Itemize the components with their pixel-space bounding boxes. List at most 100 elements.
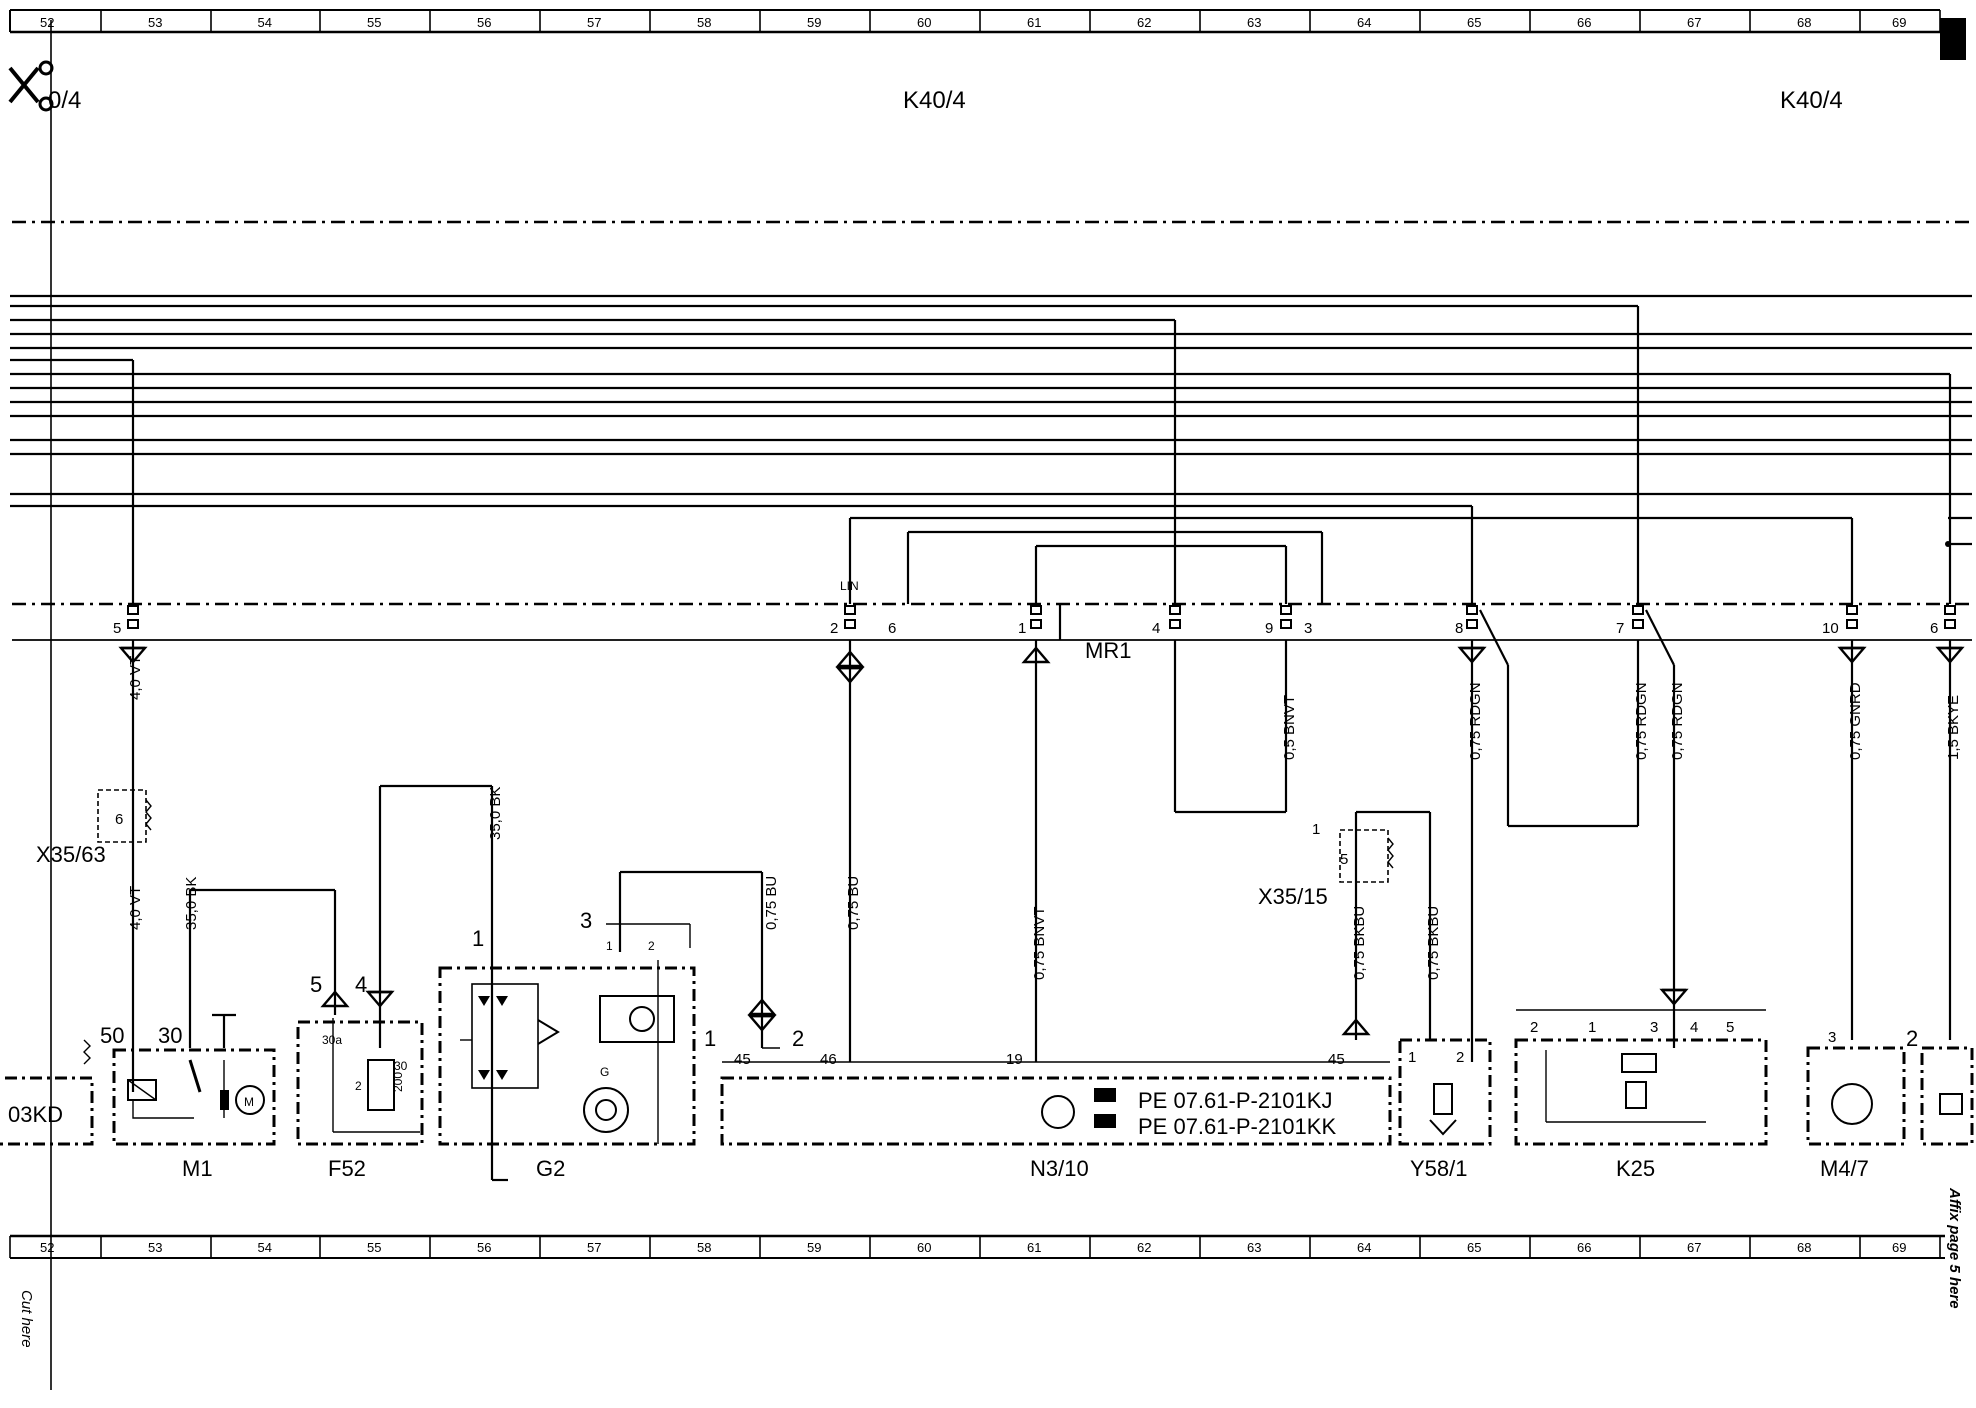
ruler-column-label: 63 [1247,15,1261,30]
component-y58-1: 1 2 Y58/1 [1398,1038,1492,1181]
svg-text:9: 9 [1265,620,1273,637]
wire-label: 0,75 BU [763,876,780,930]
svg-text:30a: 30a [322,1033,342,1047]
ruler-column-label: 62 [1137,1240,1151,1255]
component-n3-10: 1 2 45 46 19 45 PE 07.61-P-2101KJ PE 07.… [704,1026,1392,1181]
svg-text:G: G [600,1065,609,1079]
wire-label: 35,0 BK [183,877,200,930]
ruler-column-label: 61 [1027,1240,1041,1255]
ruler-column-label: 56 [477,15,491,30]
ruler-column-label: 61 [1027,15,1041,30]
ruler-column-label: 60 [917,1240,931,1255]
component-m1: 50 30 M M1 [100,888,337,1181]
svg-text:3: 3 [1828,1029,1836,1046]
svg-text:G2: G2 [536,1156,565,1181]
cut-here-label: Cut here [18,1290,35,1348]
svg-text:1: 1 [606,939,613,953]
svg-text:5: 5 [113,620,121,637]
ruler-column-label: 68 [1797,15,1811,30]
ruler-column-label: 62 [1137,15,1151,30]
component-f52: 5 4 30a 30 2 200 F52 [296,784,494,1181]
svg-text:3: 3 [1650,1019,1658,1036]
ruler-column-label: 58 [697,15,711,30]
svg-text:1: 1 [1588,1019,1596,1036]
component-edge-left: 03KD [0,1039,94,1146]
upper-pins: 5 2 6 1 4 9 3 8 7 10 6 LIN [113,579,1938,637]
svg-text:M: M [244,1095,254,1109]
hand-pointer-icon [1094,1088,1116,1128]
component-edge-right: 2 [1906,1026,1974,1146]
svg-text:8: 8 [1455,620,1463,637]
svg-text:X35/15: X35/15 [1258,884,1328,909]
svg-text:200: 200 [391,1072,405,1092]
svg-text:19: 19 [1006,1051,1023,1068]
lower-wires [131,604,1952,1062]
svg-text:1: 1 [472,926,484,951]
ruler-column-label: 53 [148,1240,162,1255]
wire-label: 4,0 VT [127,886,144,930]
svg-text:30: 30 [394,1059,408,1073]
svg-text:5: 5 [1340,851,1348,868]
svg-text:1: 1 [1408,1049,1416,1066]
ruler-column-label: 52 [40,1240,54,1255]
ruler-column-label: 56 [477,1240,491,1255]
svg-text:Y58/1: Y58/1 [1410,1156,1468,1181]
wire-label: 1,5 BKYE [1945,695,1962,760]
svg-text:2: 2 [1456,1049,1464,1066]
svg-text:2: 2 [1906,1026,1918,1051]
ruler-column-label: 66 [1577,15,1591,30]
scissors-icon [8,60,54,112]
ruler-column-label: 54 [258,1240,272,1255]
svg-text:5: 5 [1726,1019,1734,1036]
svg-text:2: 2 [1530,1019,1538,1036]
svg-text:45: 45 [1328,1051,1345,1068]
svg-text:50: 50 [100,1023,124,1048]
svg-text:6: 6 [888,620,896,637]
svg-text:6: 6 [115,811,123,828]
ruler-column-label: 57 [587,15,601,30]
svg-text:30: 30 [158,1023,182,1048]
ruler-column-label: 68 [1797,1240,1811,1255]
connector-sockets [127,605,1956,629]
svg-text:M1: M1 [182,1156,213,1181]
svg-text:PE 07.61-P-2101KJ: PE 07.61-P-2101KJ [1138,1088,1332,1113]
wire-label: 0,75 BKBU [1425,906,1442,980]
page-tab-marker [1940,18,1966,60]
svg-text:4: 4 [1690,1019,1698,1036]
svg-text:1: 1 [1018,620,1026,637]
ruler-column-label: 65 [1467,15,1481,30]
ruler-column-label: 55 [367,1240,381,1255]
wire-label: 35,0 BK [487,787,504,840]
svg-text:2: 2 [355,1079,362,1093]
ruler-column-label: 67 [1687,1240,1701,1255]
svg-text:3: 3 [580,908,592,933]
svg-text:1: 1 [704,1026,716,1051]
svg-text:3: 3 [1304,620,1312,637]
ruler-column-label: 55 [367,15,381,30]
svg-text:03KD: 03KD [8,1102,63,1127]
svg-text:2: 2 [792,1026,804,1051]
ruler-column-label: 59 [807,1240,821,1255]
svg-text:1: 1 [1312,821,1320,838]
svg-text:N3/10: N3/10 [1030,1156,1089,1181]
ruler-column-label: 53 [148,15,162,30]
component-k25: 2 1 3 4 5 K25 [1514,1009,1768,1181]
svg-text:4: 4 [355,972,367,997]
wire-label: 0,75 BKBU [1351,906,1368,980]
svg-text:6: 6 [1930,620,1938,637]
ruler-column-label: 65 [1467,1240,1481,1255]
svg-text:PE 07.61-P-2101KK: PE 07.61-P-2101KK [1138,1114,1336,1139]
ruler-column-label: 54 [258,15,272,30]
wire-label: 4,0 VT [127,656,144,700]
ruler-column-label: 60 [917,15,931,30]
ruler-column-label: 58 [697,1240,711,1255]
ruler-column-label: 69 [1892,1240,1906,1255]
svg-text:7: 7 [1616,620,1624,637]
svg-text:K25: K25 [1616,1156,1655,1181]
wire-label: 0,75 RDGN [1669,682,1686,760]
svg-text:X35/63: X35/63 [36,842,106,867]
ruler-column-label: 52 [40,15,54,30]
